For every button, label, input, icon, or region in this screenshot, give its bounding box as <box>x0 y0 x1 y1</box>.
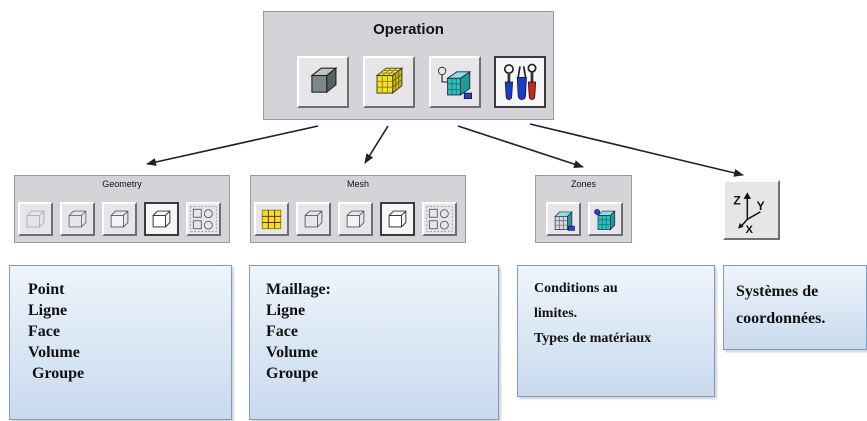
boundary-conditions-icon <box>554 211 575 231</box>
arrow-to-geometry <box>146 125 319 166</box>
arrow-to-zones <box>457 125 584 168</box>
zones-item-conditions: Conditions au <box>534 281 618 296</box>
tools-icon <box>503 63 537 100</box>
geometry-button[interactable] <box>297 56 349 108</box>
coords-item-coordonnees: coordonnées. <box>736 310 826 327</box>
operation-toolbar: Operation <box>263 11 554 120</box>
zones-item-limites: limites. <box>534 306 578 321</box>
vertex-icon <box>26 210 45 228</box>
coordinate-systems-button[interactable]: Z Y X <box>723 180 780 240</box>
zones-item-materiaux: Types de matériaux <box>534 331 652 346</box>
mesh-button[interactable] <box>363 56 415 108</box>
geometry-item-ligne: Ligne <box>28 302 68 319</box>
mesh-description-box: Maillage: Ligne Face Volume Groupe <box>249 265 499 420</box>
mesh-item-maillage: Maillage: <box>266 281 331 298</box>
mesh-face-button[interactable] <box>296 202 331 236</box>
geometry-description-box: Point Ligne Face Volume Groupe <box>9 265 232 420</box>
mesh-edge-icon <box>261 209 282 230</box>
mesh-group-icon <box>426 206 453 232</box>
boundary-conditions-button[interactable] <box>546 202 581 236</box>
mesh-volume-active-icon <box>388 210 407 228</box>
mesh-volume-icon <box>346 210 365 228</box>
mesh-item-groupe: Groupe <box>266 365 319 382</box>
geometry-item-point: Point <box>28 281 65 298</box>
mesh-toolbar: Mesh <box>250 175 466 243</box>
mesh-volume-active-button[interactable] <box>380 202 415 236</box>
operation-title: Operation <box>373 21 444 38</box>
coords-description-box: Systèmes de coordonnées. <box>723 265 867 350</box>
continuum-types-button[interactable] <box>588 202 623 236</box>
zones-description-box: Conditions au limites. Types de matériau… <box>517 265 715 397</box>
mesh-item-face: Face <box>266 323 298 340</box>
arrow-to-mesh <box>364 125 389 164</box>
axis-y-label: Y <box>757 199 765 213</box>
mesh-group-button[interactable] <box>422 202 457 236</box>
face-icon <box>110 210 129 228</box>
geometry-face-button[interactable] <box>102 202 137 236</box>
mesh-title: Mesh <box>346 179 369 189</box>
axis-z-label: Z <box>733 193 741 207</box>
volume-icon <box>152 210 171 228</box>
zones-icon <box>437 66 472 99</box>
geometry-item-face: Face <box>28 323 60 340</box>
tools-button[interactable] <box>494 56 546 108</box>
geometry-vertex-button[interactable] <box>18 202 53 236</box>
geometry-title: Geometry <box>102 179 142 189</box>
zones-title: Zones <box>570 179 596 189</box>
geometry-volume-button[interactable] <box>144 202 179 236</box>
arrow-to-coords <box>529 123 744 177</box>
geometry-item-groupe: Groupe <box>28 365 85 382</box>
axis-x-label: X <box>745 224 753 236</box>
geometry-toolbar: Geometry <box>14 175 230 243</box>
geometry-group-button[interactable] <box>186 202 221 236</box>
edge-icon <box>68 210 87 228</box>
group-icon <box>190 206 217 232</box>
geometry-cube-icon <box>310 67 338 94</box>
geometry-item-volume: Volume <box>28 344 80 361</box>
coordinate-axes-icon: Z Y X <box>733 192 765 236</box>
mesh-grid-cube-icon <box>375 67 404 95</box>
coords-item-systemes: Systèmes de <box>736 283 819 300</box>
continuum-types-icon <box>594 209 616 231</box>
geometry-edge-button[interactable] <box>60 202 95 236</box>
zones-button[interactable] <box>429 56 481 108</box>
mesh-item-volume: Volume <box>266 344 318 361</box>
zones-toolbar: Zones <box>535 175 632 243</box>
mesh-face-icon <box>304 210 323 228</box>
mesh-item-ligne: Ligne <box>266 302 306 319</box>
mesh-volume-button[interactable] <box>338 202 373 236</box>
mesh-edge-button[interactable] <box>254 202 289 236</box>
